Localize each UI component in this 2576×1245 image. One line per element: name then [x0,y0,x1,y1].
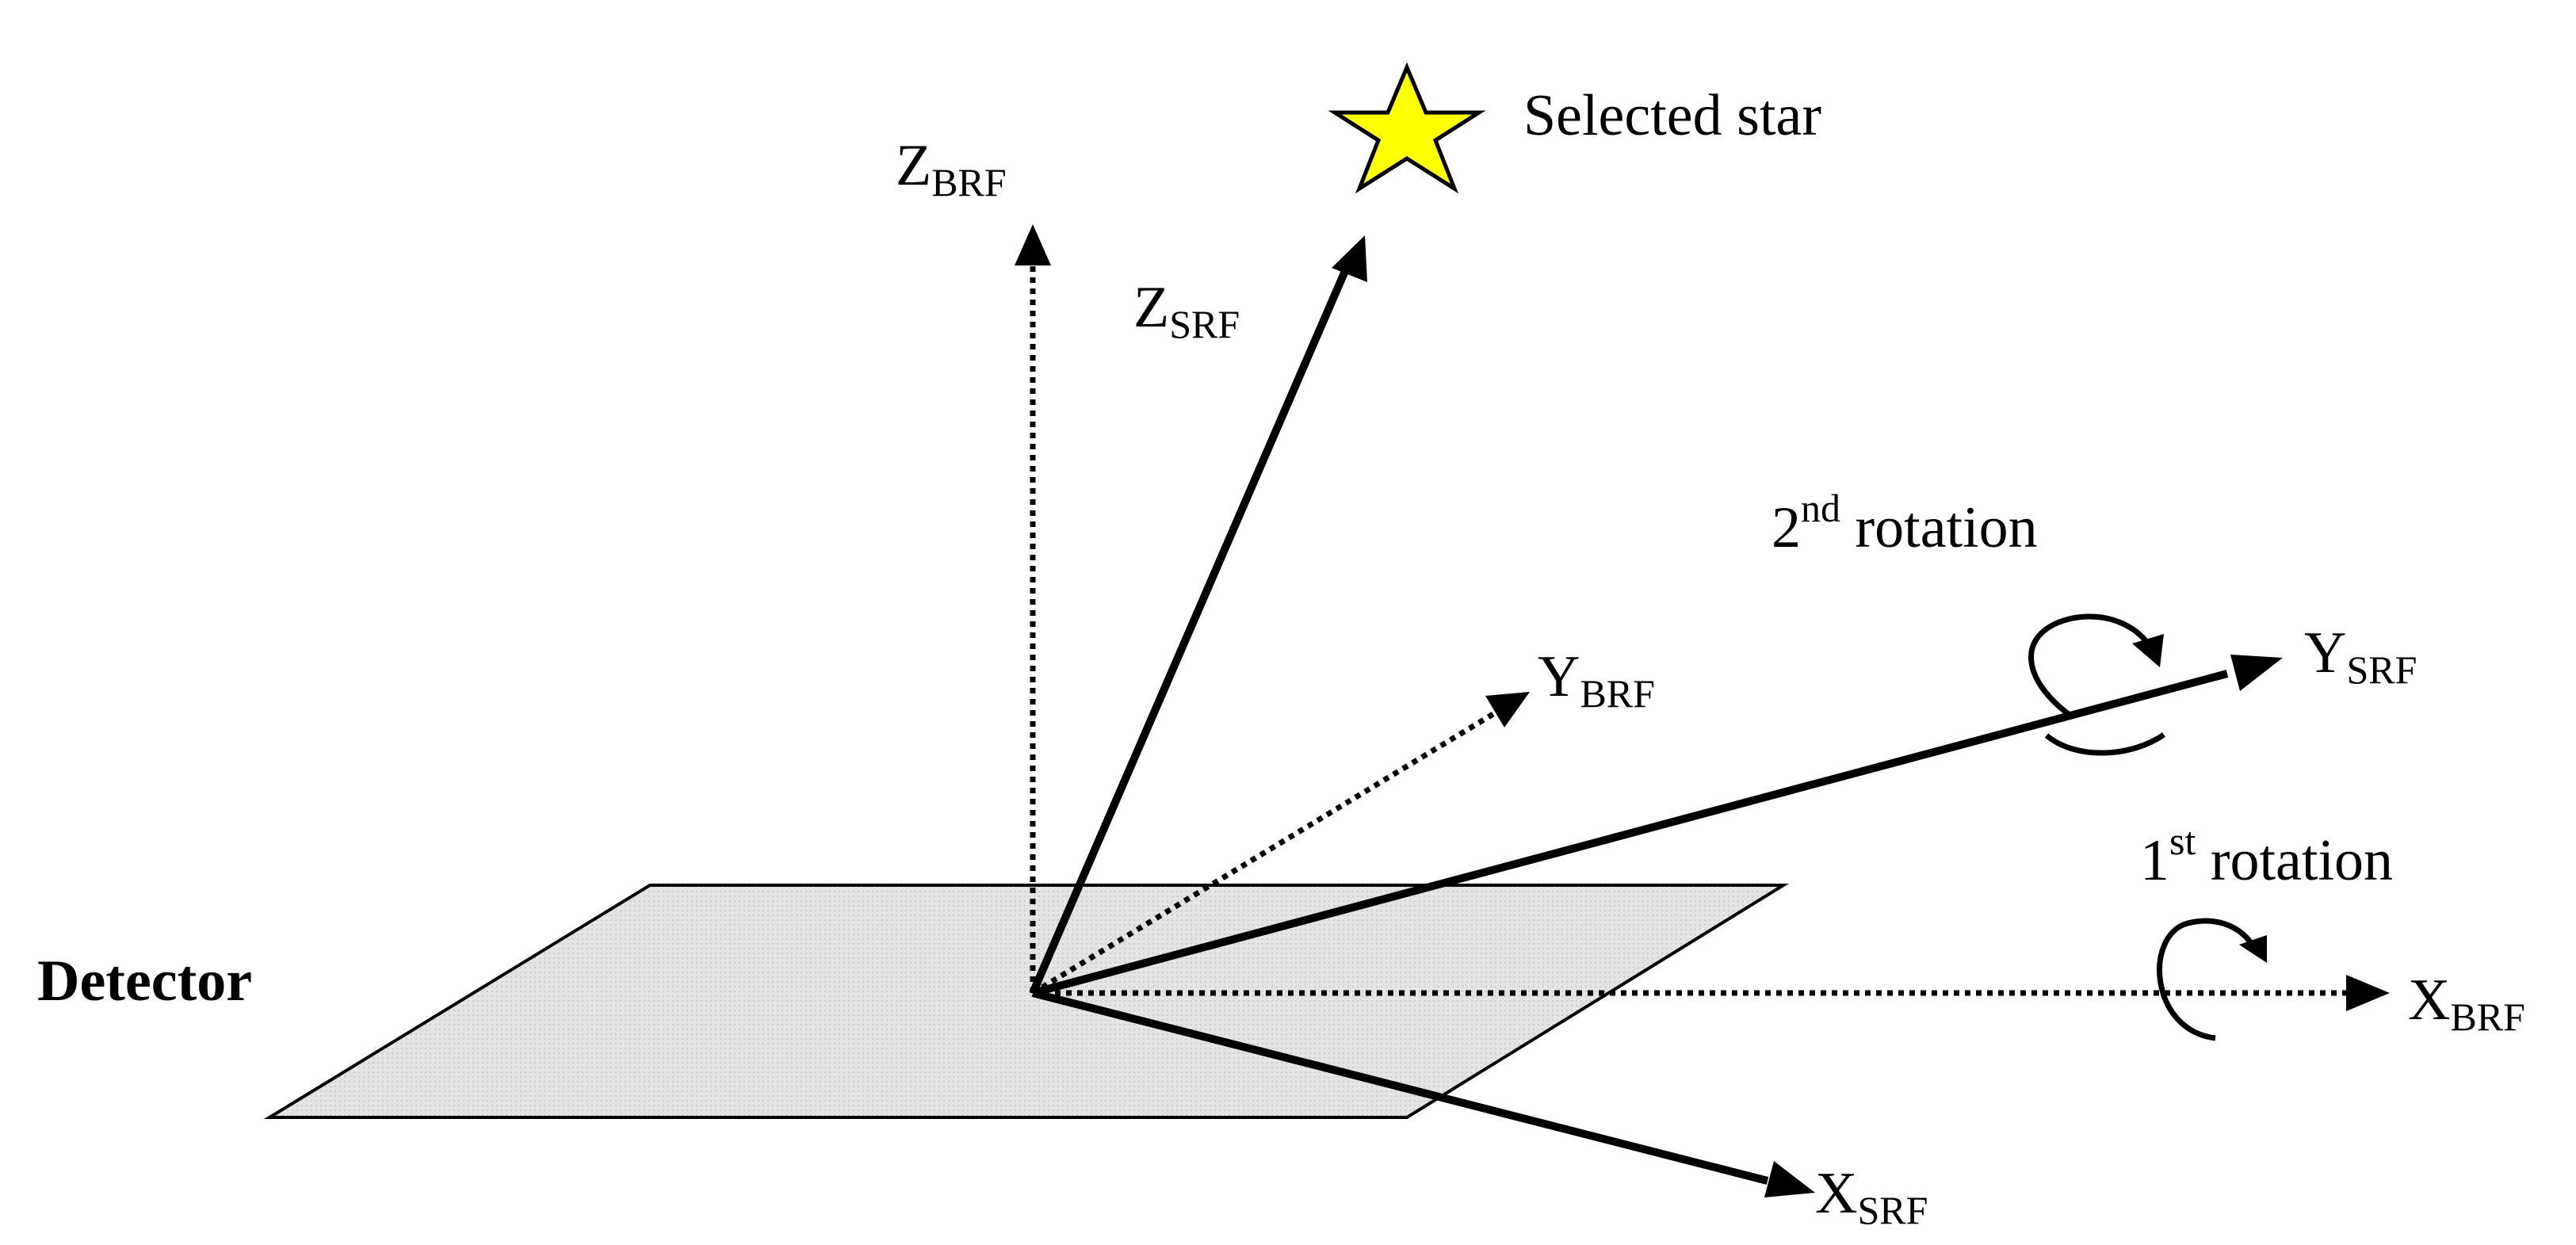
z-brf-arrowhead [1015,224,1051,265]
selected-star-label: Selected star [1523,83,1821,148]
x-srf-axis [1031,989,1769,1185]
detector-label: Detector [37,949,252,1014]
z-srf-axis [1029,264,1351,995]
y-srf-arrowhead [2230,655,2283,691]
y-brf-arrowhead [1485,692,1530,728]
z-srf-label: ZSRF [1133,275,1240,346]
z-brf-label: ZBRF [896,133,1007,204]
y-brf-label: YBRF [1538,644,1655,716]
x-srf-arrowhead [1764,1161,1815,1197]
second-rotation-arrowhead [2132,634,2164,667]
second-rotation-icon [2028,613,2166,756]
first-rotation-icon [2157,918,2257,1041]
y-brf-axis [1031,705,1505,995]
z-srf-arrowhead [1332,235,1367,282]
y-srf-label: YSRF [2304,621,2417,692]
first-rotation-label: 1st rotation [2140,819,2393,893]
x-brf-label: XBRF [2408,968,2525,1039]
x-srf-label: XSRF [1815,1161,1928,1232]
first-rotation-arrowhead [2239,935,2267,963]
x-brf-arrowhead [2346,975,2390,1011]
y-srf-axis [1031,670,2229,997]
selected-star-icon [1328,62,1486,194]
second-rotation-label: 2nd rotation [1771,486,2038,560]
detector-plane [263,884,1790,1119]
